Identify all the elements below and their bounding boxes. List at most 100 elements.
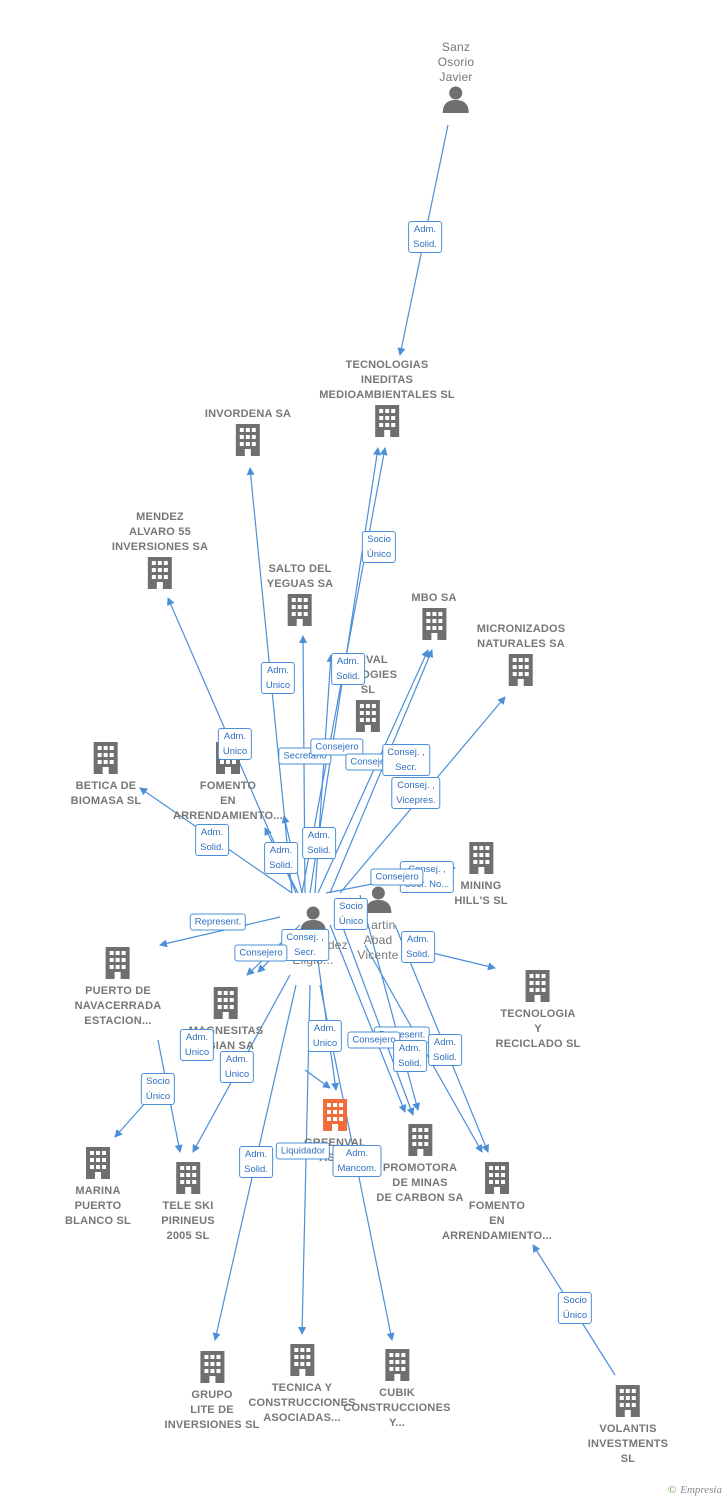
edge-label-e15[interactable]: Consejero bbox=[370, 868, 424, 886]
node-label-line: 2005 SL bbox=[166, 1230, 210, 1242]
node-label-line: INEDITAS bbox=[360, 374, 414, 386]
brand-name: Empresia bbox=[680, 1484, 722, 1496]
edge-label-e21[interactable]: Adm.Unico bbox=[179, 1029, 215, 1061]
edge-label-e31[interactable]: Adm.Mancom. bbox=[332, 1145, 382, 1177]
building-icon bbox=[442, 1160, 552, 1199]
node-label: INVORDENA SA bbox=[205, 407, 291, 422]
edge-label-text: Secr. No... bbox=[404, 879, 450, 890]
edge-label-text: Secr. bbox=[294, 947, 316, 958]
node-label-line: BLANCO SL bbox=[65, 1215, 131, 1227]
node-label-line: INVERSIONES SA bbox=[111, 541, 209, 553]
node-label-line: DE CARBON SA bbox=[376, 1192, 464, 1204]
edge-label-text: Solid. bbox=[406, 949, 430, 960]
building-icon bbox=[339, 698, 397, 737]
edge-label-e22[interactable]: Adm.Unico bbox=[219, 1051, 255, 1083]
edge-label-e04[interactable]: Adm.Solid. bbox=[331, 653, 365, 685]
edge-label-text: Consejero bbox=[375, 871, 419, 883]
building-icon bbox=[454, 840, 507, 879]
node-label-line: PUERTO bbox=[74, 1200, 122, 1212]
edge-label-e12[interactable]: Adm.Solid. bbox=[264, 842, 298, 874]
edge-label-text: Adm. bbox=[313, 1023, 337, 1034]
edge-label-text: Adm. bbox=[433, 1037, 457, 1048]
edge-line-32 bbox=[304, 1069, 331, 1089]
edge-label-e16[interactable]: Represent. bbox=[189, 913, 247, 931]
edge-label-text: Secr. bbox=[395, 762, 417, 773]
node-label-line: VOLANTIS bbox=[599, 1423, 657, 1435]
edge-label-e30[interactable]: Adm.Solid. bbox=[239, 1146, 273, 1178]
edge-line-15 bbox=[159, 916, 281, 948]
node-invordena[interactable]: INVORDENA SA bbox=[205, 407, 291, 461]
node-label-line: EN bbox=[489, 1215, 505, 1227]
edge-label-text: Adm. bbox=[336, 656, 360, 667]
edge-label-e05[interactable]: Adm.Unico bbox=[217, 728, 253, 760]
edge-label-e20[interactable]: Adm.Solid. bbox=[401, 931, 435, 963]
edge-label-text: Represent. bbox=[378, 1029, 426, 1041]
edge-label-e19[interactable]: Consejero bbox=[234, 944, 288, 962]
node-label-line: PROMOTORA bbox=[382, 1162, 458, 1174]
edge-line-21 bbox=[329, 924, 407, 1113]
edge-label-e11[interactable]: Adm.Solid. bbox=[195, 824, 229, 856]
edge-label-e13[interactable]: Adm.Solid. bbox=[302, 827, 336, 859]
edge-label-e29[interactable]: Liquidador bbox=[275, 1142, 331, 1160]
edge-label-text: Solid. bbox=[413, 239, 437, 250]
node-label-line: Y bbox=[534, 1023, 542, 1035]
edge-label-e10[interactable]: Consej. ,Vicepres. bbox=[391, 777, 441, 809]
edge-label-e07[interactable]: Consejero bbox=[310, 738, 364, 756]
edge-label-e01[interactable]: Adm.Solid. bbox=[408, 221, 442, 253]
node-label-line: SL bbox=[620, 1453, 636, 1465]
edge-label-text: Único bbox=[366, 549, 392, 560]
edge-label-e26[interactable]: Adm.Solid. bbox=[428, 1034, 462, 1066]
footer-brand[interactable]: ©Empresia bbox=[668, 1484, 722, 1496]
edge-label-text: Consej. , bbox=[397, 780, 435, 791]
edge-label-text: Consejero bbox=[350, 756, 394, 768]
edge-label-e18[interactable]: Consej. , Secr. bbox=[281, 929, 329, 961]
node-label-line: NATURALES SA bbox=[477, 638, 565, 650]
building-icon bbox=[588, 1383, 668, 1422]
edge-label-text: Adm. bbox=[225, 1054, 249, 1065]
edge-label-e09[interactable]: Consej. , Secr. bbox=[382, 744, 430, 776]
edge-label-text: Liquidador bbox=[280, 1145, 326, 1157]
edge-label-text: Adm. bbox=[244, 1149, 268, 1160]
edge-label-text: Consej. , bbox=[387, 747, 425, 758]
edge-label-e03[interactable]: Adm.Unico bbox=[260, 662, 296, 694]
edge-label-e23[interactable]: Adm.Unico bbox=[307, 1020, 343, 1052]
node-mbo[interactable]: MBO SA bbox=[411, 591, 456, 645]
node-label-line: Y... bbox=[388, 1417, 406, 1429]
edge-label-text: Consej. , bbox=[286, 932, 324, 943]
building-icon bbox=[411, 606, 456, 645]
edge-label-text: Adm. bbox=[266, 665, 290, 676]
edge-label-e27[interactable]: Adm.Solid. bbox=[393, 1040, 427, 1072]
building-icon bbox=[65, 1145, 131, 1184]
edge-label-text: Secretario bbox=[283, 750, 327, 762]
